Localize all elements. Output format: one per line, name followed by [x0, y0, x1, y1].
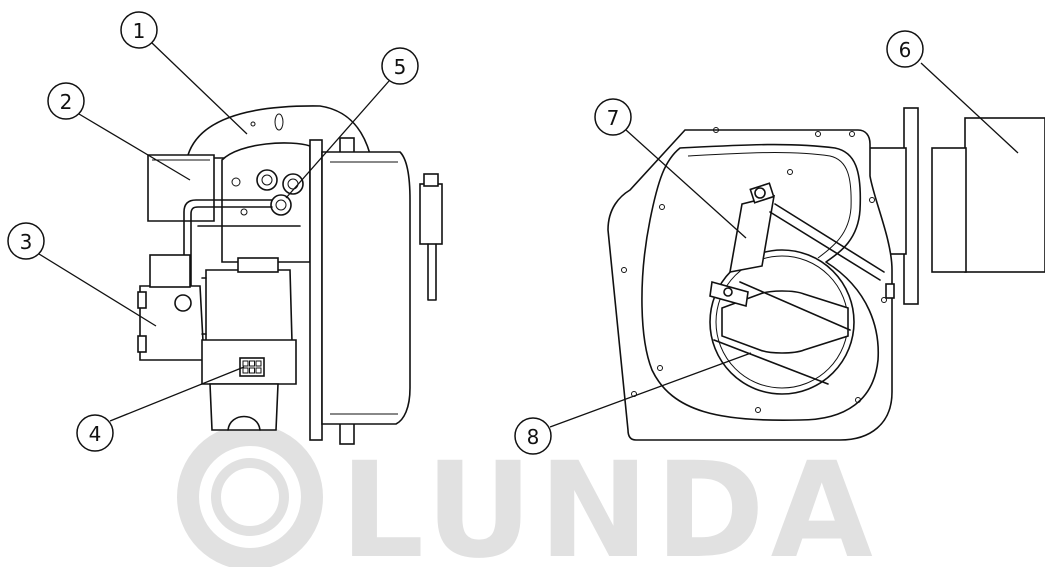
mounting-plate: [187, 105, 371, 159]
left-burner-view: [137, 105, 443, 445]
pump-body: [205, 269, 293, 343]
callout-5-label: 5: [394, 55, 407, 79]
blast-tube: [321, 151, 411, 425]
watermark-logo-ring: [177, 424, 323, 567]
callout-3: 3: [7, 222, 45, 260]
callout-4: 4: [76, 414, 114, 452]
mount-bracket: [209, 383, 279, 431]
callout-2: 2: [47, 82, 85, 120]
watermark: LUNDA: [177, 424, 879, 567]
motor-block: [139, 285, 205, 361]
air-valve: [419, 183, 443, 245]
callout-7: 7: [594, 98, 632, 136]
junction-box: [147, 154, 215, 222]
callout-8-label: 8: [527, 425, 540, 449]
callout-7-label: 7: [607, 106, 620, 130]
watermark-text: LUNDA: [340, 434, 879, 567]
callout-6: 6: [886, 30, 924, 68]
plate-slot: [274, 113, 284, 131]
housing-screws: [621, 127, 887, 413]
callout-6-label: 6: [899, 38, 912, 62]
callout-1-label: 1: [133, 19, 146, 43]
connector-socket: [239, 357, 265, 377]
flange: [309, 139, 323, 441]
leader-lines: [38, 42, 1019, 428]
callout-3-label: 3: [20, 230, 33, 254]
volute-inner: [641, 143, 880, 422]
right-burner-view: [607, 107, 1045, 441]
watermark-logo-inner: [211, 458, 289, 536]
callout-8: 8: [514, 417, 552, 455]
air-damper: [721, 290, 849, 354]
oil-pipe: [183, 199, 273, 296]
burner-tube: [964, 117, 1045, 273]
callout-1: 1: [120, 11, 158, 49]
callout-5: 5: [381, 47, 419, 85]
callout-4-label: 4: [89, 422, 102, 446]
fan-housing: [221, 142, 311, 263]
callout-2-label: 2: [60, 90, 73, 114]
damper-rod: [769, 203, 885, 281]
